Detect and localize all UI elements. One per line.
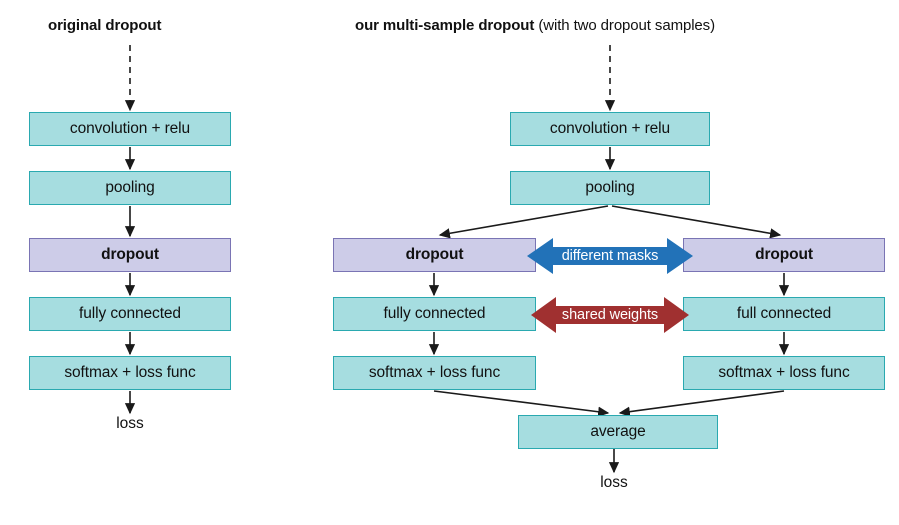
right-node-convolution[interactable]: convolution + relu [510,112,710,146]
branch-left-node-dropout[interactable]: dropout [333,238,536,272]
branch-right-node-full-connected[interactable]: full connected [683,297,885,331]
different-masks-arrow-icon [527,238,693,274]
left-node-dropout[interactable]: dropout [29,238,231,272]
connector-different-masks-label: different masks [561,248,659,264]
connector-different-masks[interactable]: different masks [527,236,693,276]
edge-pool-to-dropout-right [611,205,782,239]
shared-weights-arrow-icon [531,297,689,333]
right-node-pooling[interactable]: pooling [510,171,710,205]
left-node-fully-connected[interactable]: fully connected [29,297,231,331]
right-panel-title-bold: our multi-sample dropout [355,17,535,34]
right-panel-title: our multi-sample dropout (with two dropo… [355,17,715,34]
left-panel-title: original dropout [48,17,162,34]
edge-bl-softmax-to-average [433,390,610,417]
left-output-loss: loss [116,415,144,432]
edge-pool-to-dropout-left [438,205,609,239]
connector-shared-weights-label: shared weights [561,307,659,323]
right-panel-title-note: (with two dropout samples) [534,17,715,34]
connector-shared-weights[interactable]: shared weights [531,295,689,335]
branch-left-node-softmax-loss[interactable]: softmax + loss func [333,356,536,390]
right-node-average[interactable]: average [518,415,718,449]
right-output-loss: loss [600,474,628,491]
left-node-convolution[interactable]: convolution + relu [29,112,231,146]
branch-right-node-dropout[interactable]: dropout [683,238,885,272]
edge-br-softmax-to-average [618,390,785,417]
left-node-pooling[interactable]: pooling [29,171,231,205]
branch-right-node-softmax-loss[interactable]: softmax + loss func [683,356,885,390]
left-node-softmax-loss[interactable]: softmax + loss func [29,356,231,390]
branch-left-node-fully-connected[interactable]: fully connected [333,297,536,331]
